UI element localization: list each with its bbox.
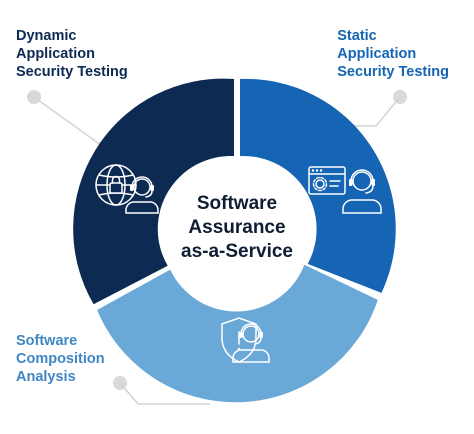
connector-sast bbox=[352, 90, 407, 127]
center-title-line3: as-a-Service bbox=[181, 241, 293, 262]
label-line: Application bbox=[337, 46, 417, 62]
browser-gear-headset-agent-icon bbox=[308, 166, 382, 214]
center-title-line2: Assurance bbox=[188, 217, 285, 238]
label-line: Security Testing bbox=[337, 64, 449, 80]
label-software-composition-analysis: Software Composition Analysis bbox=[16, 332, 105, 386]
segment-sca bbox=[97, 264, 378, 403]
label-line: Security Testing bbox=[16, 64, 128, 80]
segment-sast bbox=[240, 78, 396, 293]
label-line: Application bbox=[16, 46, 95, 62]
segment-dast bbox=[73, 78, 234, 305]
label-dynamic-application-security-testing: Dynamic Application Security Testing bbox=[16, 27, 128, 81]
label-line: Dynamic bbox=[16, 28, 77, 44]
label-line: Composition bbox=[16, 351, 105, 367]
globe-lock-headset-agent-icon bbox=[95, 164, 159, 214]
center-circle bbox=[164, 156, 310, 302]
label-line: Analysis bbox=[16, 369, 76, 385]
label-line: Static bbox=[337, 28, 377, 44]
label-line: Software bbox=[16, 333, 78, 349]
shield-alert-headset-agent-icon bbox=[221, 317, 270, 363]
connector-sca bbox=[113, 376, 210, 405]
label-static-application-security-testing: Static Application Security Testing bbox=[337, 27, 449, 81]
center-title-line1: Software bbox=[197, 193, 277, 214]
